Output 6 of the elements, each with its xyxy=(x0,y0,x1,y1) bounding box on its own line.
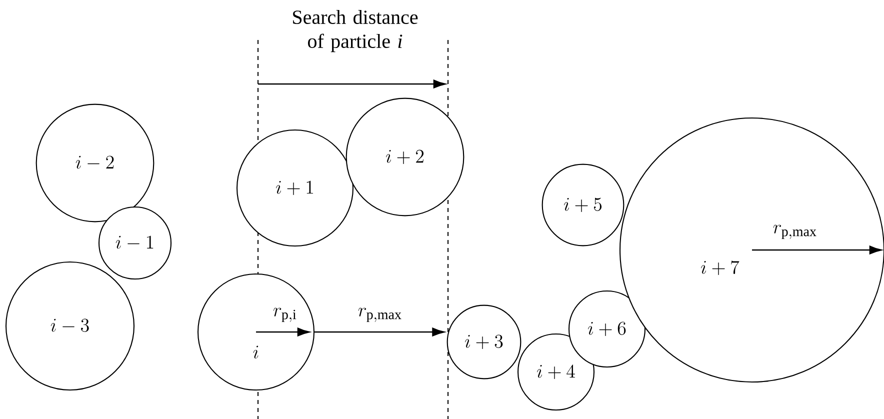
arrow xyxy=(314,328,445,336)
edge-label: $r_{\mathrm{p,max}}$ xyxy=(358,308,402,322)
heading: Search distance of particle i xyxy=(293,10,418,52)
radius-label: $r_{\mathrm{p,i}}$ xyxy=(274,308,296,322)
node-label: $i+7$ xyxy=(701,260,740,276)
radius-label: $r_{\mathrm{p,max}}$ xyxy=(773,224,816,240)
